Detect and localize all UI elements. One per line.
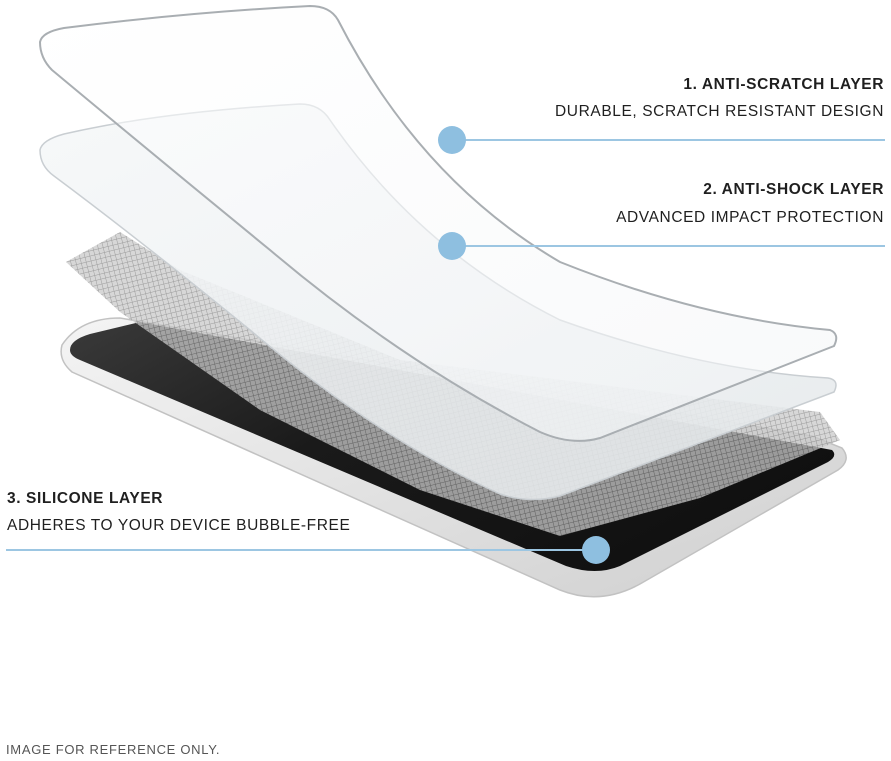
- silicone-layer-description: ADHERES TO YOUR DEVICE BUBBLE-FREE: [7, 517, 351, 534]
- anti-shock-layer-title: 2. ANTI-SHOCK LAYER: [703, 181, 884, 198]
- anti-scratch-layer-description: DURABLE, SCRATCH RESISTANT DESIGN: [555, 103, 884, 120]
- callout-dot-2: [438, 232, 466, 260]
- anti-shock-layer-description: ADVANCED IMPACT PROTECTION: [616, 209, 884, 226]
- callout-dot-1: [438, 126, 466, 154]
- callout-dot-3: [582, 536, 610, 564]
- anti-scratch-layer-title: 1. ANTI-SCRATCH LAYER: [683, 76, 884, 93]
- silicone-layer-title: 3. SILICONE LAYER: [7, 490, 164, 507]
- anti-scratch-layer: [38, 4, 838, 442]
- reference-footnote: IMAGE FOR REFERENCE ONLY.: [6, 742, 221, 757]
